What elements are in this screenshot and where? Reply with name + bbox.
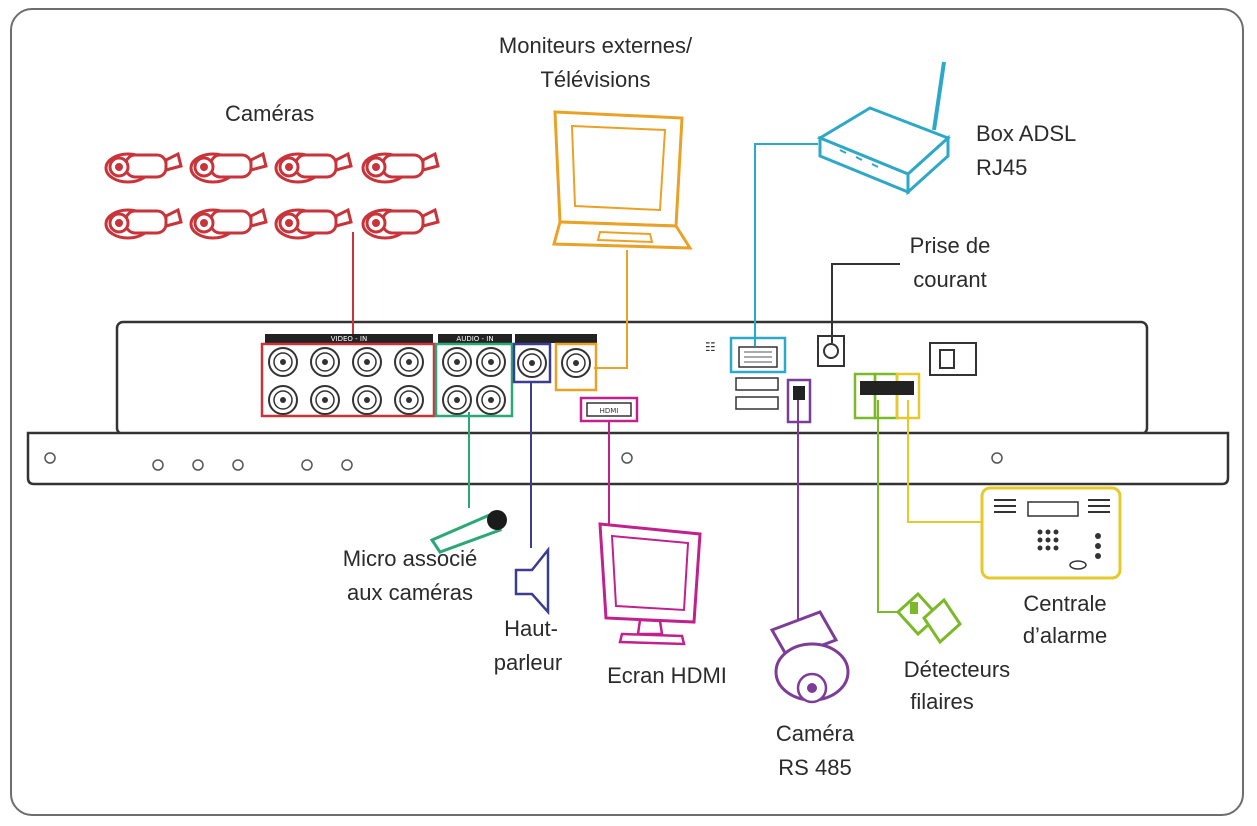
hdmi-screen-icon: [598, 522, 702, 646]
monitor-cable: [594, 250, 628, 369]
power-label-line1: Prise de: [909, 233, 991, 258]
audio-in-ports: AUDIO - IN: [434, 334, 514, 418]
detectors-label-line1: Détecteurs: [903, 657, 1011, 682]
cameras-label: Caméras: [225, 101, 315, 126]
rs485-label-line1: Caméra: [775, 721, 855, 746]
external-monitor-icon: [552, 110, 693, 250]
hdmi-port-label: HDMI: [600, 407, 619, 415]
camera-icon: [189, 208, 268, 240]
diagram-frame: [10, 8, 1244, 816]
camera-icon: [104, 208, 183, 240]
alarm-cable: [907, 400, 982, 523]
camera-icon: [361, 152, 440, 184]
camera-icon: [274, 152, 353, 184]
speaker-icon: [514, 546, 550, 616]
camera-icon: [274, 208, 353, 240]
monitors-label-line1: Moniteurs externes/: [498, 33, 693, 58]
camera-icon: [189, 152, 268, 184]
network-icon: ☷: [705, 340, 716, 354]
audio-in-label: AUDIO - IN: [456, 335, 493, 343]
network-cable: [754, 143, 818, 346]
speaker-label-line2: parleur: [493, 650, 563, 675]
rs485-label-line2: RS 485: [778, 755, 852, 780]
screw-icon: [621, 452, 633, 464]
power-label-line2: courant: [913, 267, 987, 292]
adsl-label-line2: RJ45: [976, 155, 1028, 180]
camera-icon: [361, 208, 440, 240]
alarm-label-line1: Centrale: [1023, 591, 1107, 616]
screw-icon: [991, 452, 1003, 464]
micro-label-line2: aux caméras: [347, 580, 473, 605]
camera-icon: [104, 152, 183, 184]
speaker-label-line1: Haut-: [504, 616, 558, 641]
screw-icon: [44, 452, 56, 464]
adsl-router-icon: [816, 61, 951, 196]
rs485-camera-icon: [769, 610, 850, 704]
usb-port-1: [735, 377, 779, 391]
micro-label-line1: Micro associé: [342, 546, 478, 571]
video-in-ports: VIDEO - IN: [260, 334, 436, 418]
detectors-cable: [877, 400, 898, 613]
alarm-terminal-block: [853, 372, 921, 420]
detectors-label-line2: filaires: [910, 689, 974, 714]
video-in-label: VIDEO - IN: [331, 335, 367, 343]
adsl-label-line1: Box ADSL: [976, 121, 1077, 146]
monitors-label-line2: Télévisions: [540, 67, 651, 92]
usb-port-2: [735, 396, 779, 410]
cameras-group: [104, 152, 440, 240]
alarm-central-icon: [980, 486, 1122, 580]
power-cable: [831, 263, 900, 343]
microphone-icon: [429, 510, 507, 554]
wired-detectors-icon: [895, 591, 962, 645]
rj45-port: ☷: [705, 336, 787, 410]
alarm-label-line2: d’alarme: [1022, 623, 1108, 648]
hdmi-screen-label: Ecran HDMI: [607, 663, 727, 688]
